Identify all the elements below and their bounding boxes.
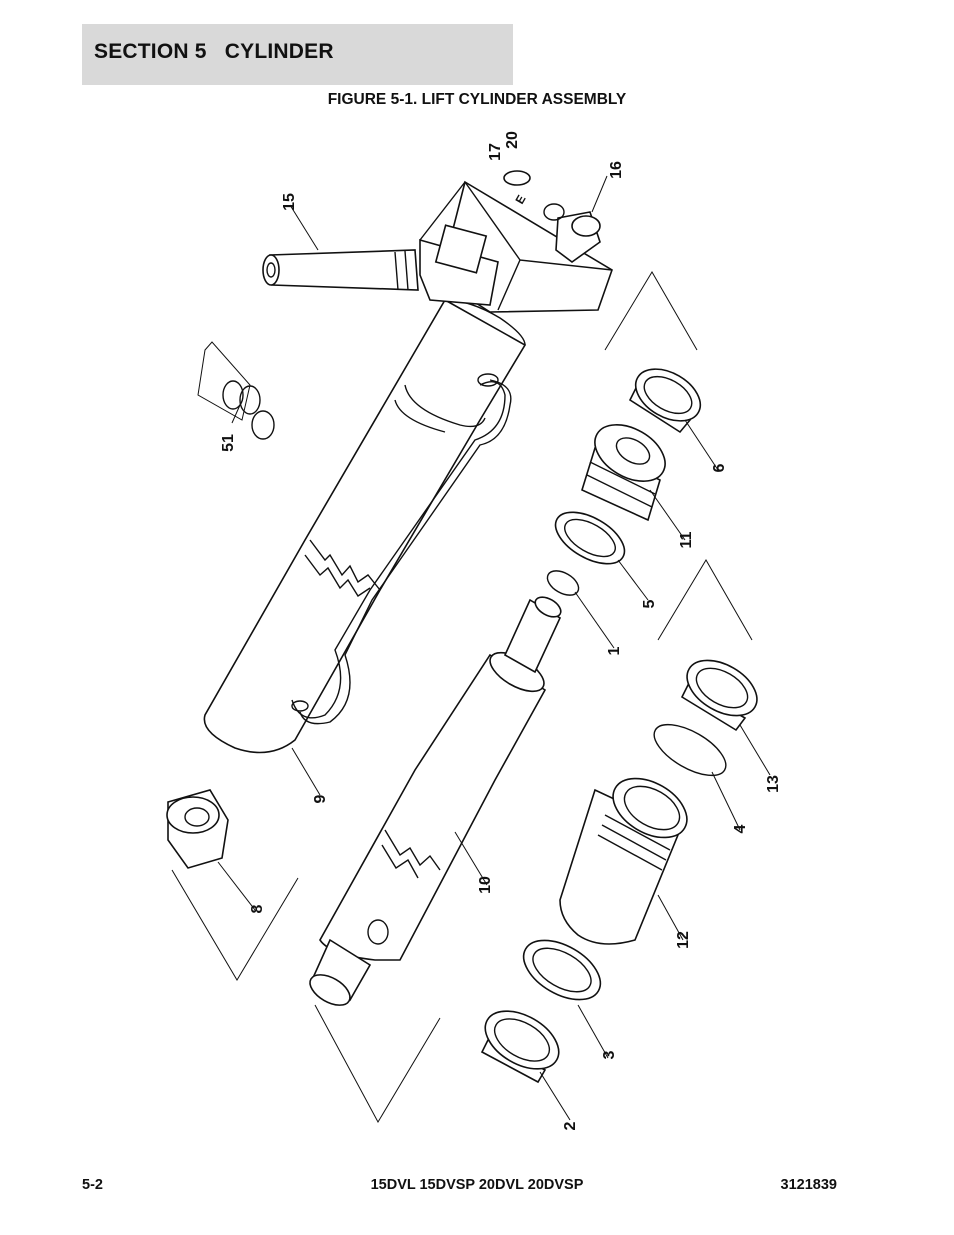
callout-13: 13 — [765, 775, 782, 793]
o-ring-4 — [653, 723, 727, 777]
cylinder-barrel — [203, 298, 527, 754]
callout-17: 17 — [487, 143, 504, 161]
callout-8: 8 — [249, 904, 266, 913]
model-list: 15DVL 15DVSP 20DVL 20DVSP — [370, 1177, 584, 1193]
callout-12: 12 — [675, 931, 692, 949]
callout-1: 1 — [606, 646, 623, 655]
section-title: SECTION 5 CYLINDER — [94, 40, 334, 63]
seal-3 — [522, 939, 602, 1001]
page-number: 5-2 — [82, 1177, 103, 1193]
callout-10: 10 — [477, 876, 494, 894]
figure-title: FIGURE 5-1. LIFT CYLINDER ASSEMBLY — [327, 91, 627, 108]
wiper-2 — [480, 1010, 560, 1084]
wear-ring-6 — [628, 368, 702, 434]
piston-rod — [309, 596, 562, 1006]
o-ring-1 — [546, 570, 580, 596]
callout-15: 15 — [281, 193, 298, 211]
piston — [581, 424, 666, 522]
callout-9: 9 — [312, 794, 329, 803]
seal-5 — [554, 511, 626, 565]
callout-16: 16 — [608, 161, 625, 179]
callout-2: 2 — [562, 1121, 579, 1130]
callout-6: 6 — [711, 463, 728, 472]
callout-20: 20 — [504, 131, 521, 149]
leader-lines — [171, 175, 771, 1124]
svg-text:E: E — [512, 193, 528, 207]
document-number: 3121839 — [780, 1177, 837, 1193]
callout-3: 3 — [601, 1050, 618, 1059]
callout-4: 4 — [732, 824, 749, 833]
callout-11: 11 — [678, 531, 695, 548]
callout-51: 51 — [220, 434, 237, 452]
seal-kit — [197, 341, 275, 440]
valve-block: E — [262, 170, 613, 313]
wear-ring-13 — [680, 659, 758, 732]
callout-5: 5 — [641, 599, 658, 608]
section-header: SECTION 5 CYLINDER — [82, 24, 513, 85]
cylinder-head — [559, 777, 688, 945]
nut — [166, 789, 229, 869]
